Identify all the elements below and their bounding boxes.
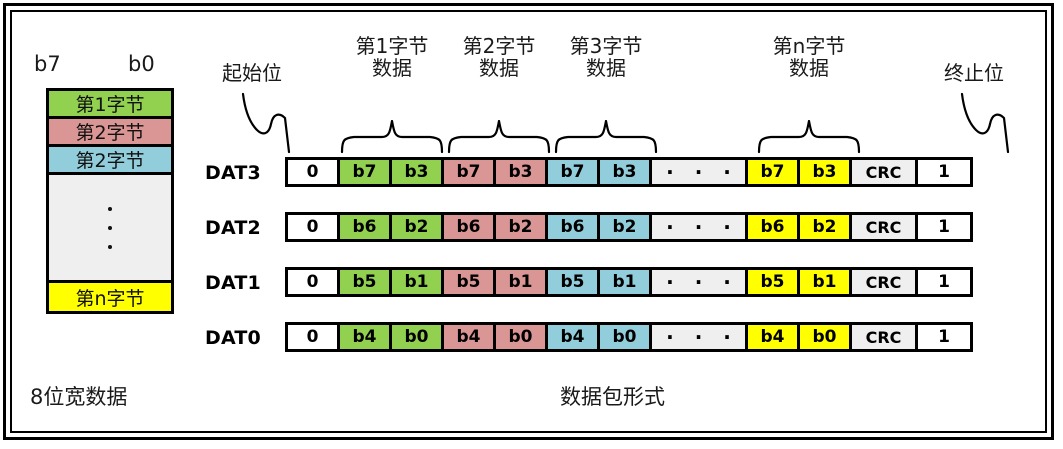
packet-cell: b5 — [340, 270, 392, 294]
byte-group-label-line1: 第1字节 — [355, 34, 429, 58]
packet-cell: b0 — [800, 325, 852, 349]
byte-stack-row: 第2字节 — [49, 147, 171, 175]
packet-cell: b6 — [748, 215, 800, 239]
byte-stack-row: 第1字节 — [49, 91, 171, 119]
packet-cell: b0 — [600, 325, 652, 349]
packet-row-label-dat1: DAT1 — [205, 272, 261, 294]
byte-stack-label: 第n字节 — [75, 287, 145, 310]
byte-group-label-line2: 数据 — [372, 55, 412, 80]
packet-cell: CRC — [852, 215, 918, 239]
packet-cell: CRC — [852, 270, 918, 294]
packet-cell: b7 — [748, 160, 800, 184]
packet-cell: b7 — [548, 160, 600, 184]
packet-row-label-dat2: DAT2 — [205, 217, 261, 239]
byte-stack-label: 第2字节 — [75, 150, 145, 172]
packet-cell: b2 — [800, 215, 852, 239]
packet-cell: · · · — [652, 160, 748, 184]
packet-cell: 0 — [288, 270, 340, 294]
packet-cell: CRC — [852, 325, 918, 349]
ellipsis-dot — [108, 206, 112, 211]
byte-group-label: 第1字节数据 — [347, 34, 437, 80]
packet-row-label-dat3: DAT3 — [205, 162, 261, 184]
packet-cell: b3 — [496, 160, 548, 184]
packet-cell: b7 — [444, 160, 496, 184]
stop-bit-label: 终止位 — [944, 61, 1004, 85]
packet-cell: b2 — [600, 215, 652, 239]
packet-cell: b3 — [600, 160, 652, 184]
packet-cell: b1 — [392, 270, 444, 294]
byte-stack-ellipsis — [49, 175, 171, 283]
packet-cell: b7 — [340, 160, 392, 184]
packet-cell: 1 — [918, 270, 970, 294]
packet-cell: b5 — [444, 270, 496, 294]
packet-cell: b1 — [600, 270, 652, 294]
byte-group-label-line2: 数据 — [586, 55, 626, 80]
packet-cell: b5 — [548, 270, 600, 294]
byte-stack-label: 第1字节 — [75, 94, 145, 116]
byte-stack-label: 第2字节 — [75, 122, 145, 144]
packet-cell: 1 — [918, 215, 970, 239]
bit-high-label: b7 — [34, 52, 61, 76]
right-panel-caption: 数据包形式 — [560, 385, 665, 409]
packet-cell: 1 — [918, 325, 970, 349]
byte-group-label-line2: 数据 — [479, 55, 519, 80]
packet-cell: b0 — [392, 325, 444, 349]
packet-cell: · · · — [652, 325, 748, 349]
byte-stack: 第1字节第2字节第2字节第n字节 — [46, 88, 174, 314]
packet-cell: b0 — [496, 325, 548, 349]
outer-border — [3, 3, 1054, 440]
byte-group-label-line1: 第2字节 — [462, 34, 536, 58]
byte-stack-row: 第n字节 — [49, 283, 171, 311]
packet-cell: b6 — [548, 215, 600, 239]
packet-cell: 0 — [288, 215, 340, 239]
byte-group-label-line2: 数据 — [789, 55, 829, 80]
packet-cell: b4 — [548, 325, 600, 349]
packet-cell: b4 — [340, 325, 392, 349]
ellipsis-dot — [108, 244, 112, 249]
byte-group-label-line1: 第n字节 — [772, 34, 846, 58]
packet-cell: b4 — [748, 325, 800, 349]
packet-cell: b1 — [496, 270, 548, 294]
byte-group-label: 第3字节数据 — [561, 34, 651, 80]
left-panel-caption: 8位宽数据 — [30, 385, 128, 409]
packet-cell: b6 — [444, 215, 496, 239]
packet-cell: b5 — [748, 270, 800, 294]
byte-group-label: 第n字节数据 — [764, 34, 854, 80]
packet-cell: b4 — [444, 325, 496, 349]
packet-cell: b2 — [496, 215, 548, 239]
byte-group-label: 第2字节数据 — [454, 34, 544, 80]
packet-cell: · · · — [652, 270, 748, 294]
byte-group-label-line1: 第3字节 — [569, 34, 643, 58]
byte-stack-row: 第2字节 — [49, 119, 171, 147]
packet-cell: 0 — [288, 160, 340, 184]
inner-border — [10, 10, 1047, 433]
start-bit-label: 起始位 — [222, 61, 282, 85]
packet-cell: 0 — [288, 325, 340, 349]
packet-row-label-dat0: DAT0 — [205, 327, 261, 349]
bit-low-label: b0 — [128, 52, 155, 76]
packet-cell: b2 — [392, 215, 444, 239]
packet-cell: b1 — [800, 270, 852, 294]
ellipsis-dot — [108, 225, 112, 230]
packet-cell: 1 — [918, 160, 970, 184]
packet-cell: b3 — [800, 160, 852, 184]
packet-cell: b6 — [340, 215, 392, 239]
packet-cell: · · · — [652, 215, 748, 239]
packet-cell: CRC — [852, 160, 918, 184]
packet-cell: b3 — [392, 160, 444, 184]
